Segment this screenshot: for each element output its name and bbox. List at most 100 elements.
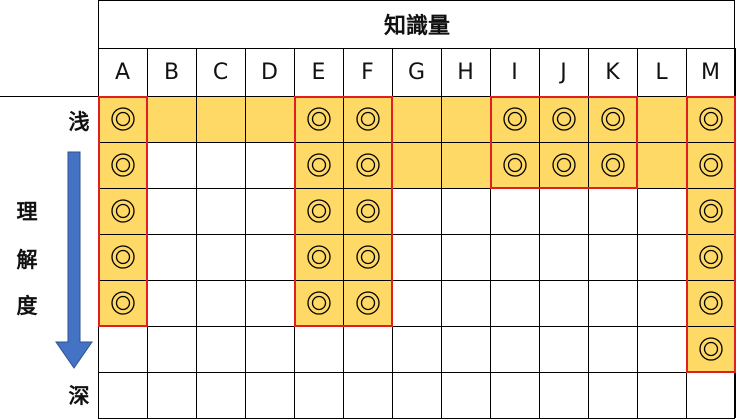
grid-line-h-1: [98, 142, 735, 143]
highlight-cell-G-1: [392, 96, 441, 142]
column-header-G: G: [407, 59, 426, 85]
group-border-2: [294, 96, 393, 327]
highlight-cell-E-1: [294, 96, 343, 142]
grid-line-h-5: [98, 326, 735, 327]
double-circle-icon: [110, 199, 135, 223]
double-circle-icon: [306, 199, 331, 223]
grid-line-v-11: [637, 48, 638, 418]
axis-side-label-1: 理: [16, 200, 38, 224]
matrix-title: 知識量: [383, 14, 450, 39]
highlight-cell-M-2: [686, 142, 735, 188]
double-circle-icon: [502, 107, 527, 131]
column-header-I: I: [511, 59, 518, 85]
double-circle-icon: [600, 107, 625, 131]
column-header-H: H: [457, 59, 474, 85]
highlight-cell-M-4: [686, 234, 735, 280]
column-header-C: C: [212, 59, 229, 85]
grid-line-h-6: [98, 372, 735, 373]
double-circle-icon: [110, 245, 135, 269]
double-circle-icon: [698, 107, 723, 131]
highlight-cell-F-2: [343, 142, 392, 188]
axis-side-label-2: 解: [16, 248, 38, 272]
double-circle-icon: [600, 153, 625, 177]
highlight-cell-K-1: [588, 96, 637, 142]
double-circle-icon: [698, 245, 723, 269]
double-circle-icon: [110, 291, 135, 315]
axis-bottom-label: 深: [68, 384, 90, 408]
grid-line-v-2: [196, 48, 197, 418]
highlight-cell-F-4: [343, 234, 392, 280]
double-circle-icon: [355, 245, 380, 269]
depth-arrow-shape: [55, 151, 93, 369]
highlight-cell-C-1: [196, 96, 245, 142]
group-border-1: [98, 96, 148, 327]
highlight-cell-F-1: [343, 96, 392, 142]
column-header-E: E: [311, 59, 326, 85]
double-circle-icon: [355, 199, 380, 223]
column-header-J: J: [560, 59, 567, 85]
highlight-cell-I-2: [490, 142, 539, 188]
highlight-cell-A-1: [98, 96, 147, 142]
highlight-cell-E-4: [294, 234, 343, 280]
grid-line-h-top: [98, 0, 735, 1]
highlight-cell-H-1: [441, 96, 490, 142]
highlight-cell-H-2: [441, 142, 490, 188]
highlight-cell-A-2: [98, 142, 147, 188]
grid-line-v-10: [588, 48, 589, 418]
grid-line-h-7: [98, 418, 735, 419]
highlight-cell-L-1: [637, 96, 686, 142]
highlight-cell-L-2: [637, 142, 686, 188]
highlight-cell-B-1: [147, 96, 196, 142]
double-circle-icon: [306, 245, 331, 269]
highlight-cell-E-3: [294, 188, 343, 234]
highlight-cell-J-1: [539, 96, 588, 142]
column-header-L: L: [655, 59, 668, 85]
grid-line-v-5: [343, 48, 344, 418]
grid-line-h-header: [98, 48, 735, 49]
column-header-K: K: [605, 59, 620, 85]
group-border-3: [490, 96, 638, 189]
double-circle-icon: [355, 107, 380, 131]
highlight-cell-A-3: [98, 188, 147, 234]
double-circle-icon: [698, 337, 723, 361]
double-circle-icon: [355, 291, 380, 315]
double-circle-icon: [306, 107, 331, 131]
highlight-cell-D-1: [245, 96, 294, 142]
double-circle-icon: [355, 153, 380, 177]
highlight-cell-A-5: [98, 280, 147, 326]
axis-top-label: 浅: [68, 110, 90, 134]
double-circle-icon: [698, 199, 723, 223]
axis-side-label-3: 度: [16, 294, 38, 318]
double-circle-icon: [110, 107, 135, 131]
double-circle-icon: [110, 153, 135, 177]
column-header-F: F: [361, 59, 374, 85]
double-circle-icon: [551, 107, 576, 131]
depth-arrow-icon: [55, 151, 93, 369]
grid-line-v-9: [539, 48, 540, 418]
highlight-cell-A-4: [98, 234, 147, 280]
double-circle-icon: [502, 153, 527, 177]
highlight-cell-E-5: [294, 280, 343, 326]
highlight-cell-I-1: [490, 96, 539, 142]
highlight-cell-M-5: [686, 280, 735, 326]
double-circle-icon: [698, 291, 723, 315]
highlight-cell-M-3: [686, 188, 735, 234]
double-circle-icon: [698, 153, 723, 177]
grid-line-v-3: [245, 48, 246, 418]
column-header-B: B: [163, 59, 180, 85]
highlight-cell-F-3: [343, 188, 392, 234]
grid-line-v-7: [441, 48, 442, 418]
highlight-cell-G-2: [392, 142, 441, 188]
grid-line-h-4: [98, 280, 735, 281]
column-header-A: A: [114, 59, 131, 85]
highlight-cell-E-2: [294, 142, 343, 188]
double-circle-icon: [551, 153, 576, 177]
grid-line-v-8: [490, 48, 491, 418]
highlight-cell-K-2: [588, 142, 637, 188]
highlight-cell-M-1: [686, 96, 735, 142]
highlight-cell-M-6: [686, 326, 735, 372]
group-border-4: [686, 96, 736, 373]
double-circle-icon: [306, 291, 331, 315]
double-circle-icon: [306, 153, 331, 177]
